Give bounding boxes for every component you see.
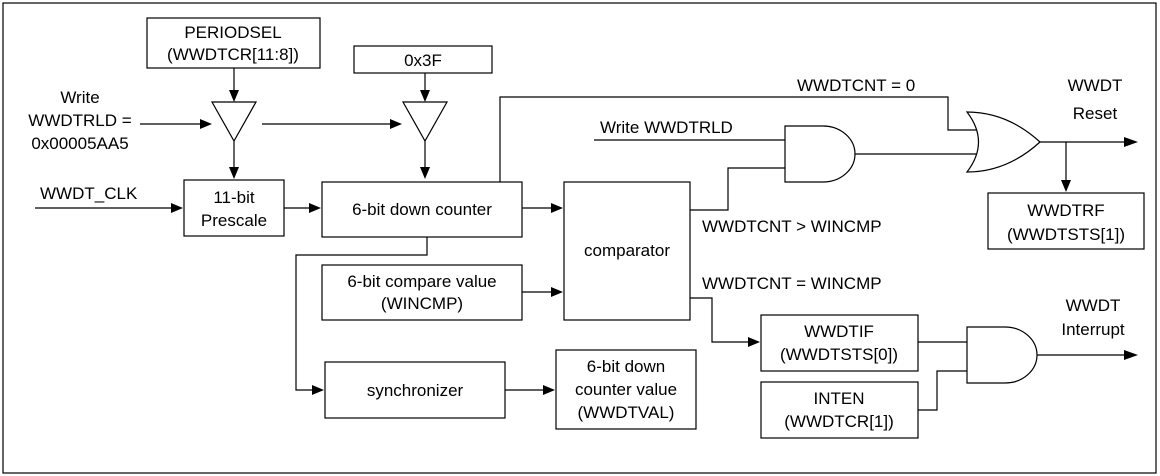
- wwdtif-box: WWDTIF (WWDTSTS[0]): [760, 314, 919, 372]
- write-reload-line-1: Write: [60, 88, 99, 107]
- inten-line-2: (WWDTCR[1]): [784, 412, 894, 431]
- counter-value-line-3: (WWDTVAL): [578, 403, 675, 422]
- wwdtrf-line-2: (WWDTSTS[1]): [1007, 225, 1125, 244]
- compare-value-line-2: (WINCMP): [381, 294, 463, 313]
- interrupt-out-line-1: WWDT: [1066, 296, 1121, 315]
- reset-out-line-2: Reset: [1073, 104, 1118, 123]
- wwdtrf-line-1: WWDTRF: [1027, 201, 1104, 220]
- wwdtrf-box: WWDTRF (WWDTSTS[1]): [987, 192, 1145, 250]
- counter-value-line-1: 6-bit down: [587, 357, 665, 376]
- cnt-gt-label: WWDTCNT > WINCMP: [702, 217, 882, 236]
- prescale-box: 11-bit Prescale: [183, 179, 285, 237]
- reload-buffer-2: [401, 101, 449, 143]
- counter-value-line-2: counter value: [575, 380, 677, 399]
- wwdtif-line-2: (WWDTSTS[0]): [780, 345, 898, 364]
- and-gate-reset: [784, 125, 856, 183]
- cnt-zero-label: WWDTCNT = 0: [797, 76, 915, 95]
- compare-value-box: 6-bit compare value (WINCMP): [321, 264, 523, 321]
- comparator-label: comparator: [584, 241, 670, 260]
- prescale-line-2: Prescale: [201, 211, 267, 230]
- counter-value-box: 6-bit down counter value (WWDTVAL): [555, 349, 697, 430]
- clk-label: WWDT_CLK: [40, 184, 138, 203]
- down-counter-box: 6-bit down counter: [321, 181, 523, 238]
- synchronizer-box: synchronizer: [324, 361, 506, 419]
- and-gate-interrupt: [966, 326, 1038, 384]
- write-wwdtrld-label: Write WWDTRLD: [600, 118, 733, 137]
- const-label: 0x3F: [404, 51, 442, 70]
- reset-out-line-1: WWDT: [1068, 76, 1123, 95]
- cnt-eq-label: WWDTCNT = WINCMP: [702, 274, 882, 293]
- wires: [35, 68, 1138, 411]
- write-reload-line-3: 0x00005AA5: [31, 134, 128, 153]
- wwdtif-line-1: WWDTIF: [804, 322, 874, 341]
- comparator-box: comparator: [563, 181, 691, 321]
- periodsel-box: PERIODSEL (WWDTCR[11:8]): [146, 17, 321, 69]
- synchronizer-label: synchronizer: [367, 381, 464, 400]
- prescale-line-1: 11-bit: [213, 188, 255, 207]
- down-counter-label: 6-bit down counter: [352, 200, 492, 219]
- or-gate-reset: [965, 111, 1041, 173]
- periodsel-line-2: (WWDTCR[11:8]): [167, 45, 299, 64]
- inten-line-1: INTEN: [814, 389, 865, 408]
- reload-buffer-1: [210, 101, 258, 143]
- periodsel-line-1: PERIODSEL: [184, 23, 281, 42]
- write-reload-line-2: WWDTRLD =: [28, 111, 131, 130]
- interrupt-out-line-2: Interrupt: [1061, 320, 1125, 339]
- compare-value-line-1: 6-bit compare value: [347, 272, 496, 291]
- inten-box: INTEN (WWDTCR[1]): [760, 381, 919, 439]
- const-box: 0x3F: [353, 45, 493, 74]
